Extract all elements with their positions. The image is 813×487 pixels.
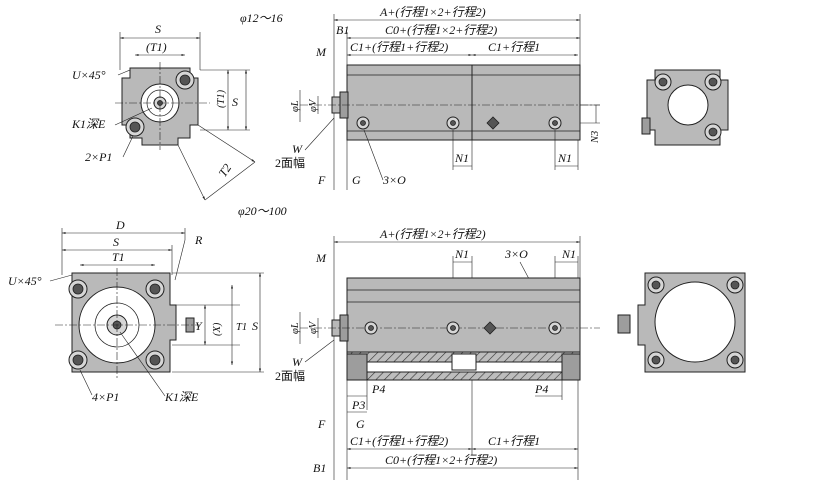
top-label-n1-b: N1 (557, 151, 572, 165)
top-side-view: A+(行程1×2+行程2) C0+(行程1×2+行程2) C1+(行程1+行程2… (275, 5, 601, 190)
top-label-phil: φL (290, 100, 301, 112)
bottom-label-p4-b: P4 (534, 382, 548, 396)
bottom-label-t1-vert: T1 (236, 322, 247, 333)
top-label-n3: N3 (590, 131, 601, 144)
bottom-dim-c1-right: C1+行程1 (488, 434, 540, 448)
bottom-label-3o: 3×O (504, 247, 528, 261)
bottom-dim-c0: C0+(行程1×2+行程2) (385, 453, 497, 467)
bottom-label-g: G (356, 417, 365, 431)
top-end-view: S (T1) U×45° K1深E 2×P1 (T1) S T2 (71, 22, 256, 201)
bottom-label-x-paren: (X) (212, 322, 223, 336)
top-dim-c1-left: C1+(行程1+行程2) (350, 40, 448, 54)
top-label-s: S (155, 22, 161, 36)
bottom-label-p4-a: P4 (371, 382, 385, 396)
top-label-phiv: φV (308, 98, 319, 112)
top-label-t1-vert: (T1) (216, 89, 227, 108)
top-dim-c0: C0+(行程1×2+行程2) (385, 23, 497, 37)
bottom-side-view: A+(行程1×2+行程2) M N1 3×O N1 φL φV (275, 227, 600, 480)
top-label-2p1: 2×P1 (85, 150, 112, 164)
top-dim-c1-right: C1+行程1 (488, 40, 540, 54)
bottom-label-s: S (113, 235, 119, 249)
top-label-n1-a: N1 (454, 151, 469, 165)
bottom-label-4p1: 4×P1 (92, 390, 119, 404)
top-dim-a: A+(行程1×2+行程2) (379, 5, 486, 19)
top-label-3o: 3×O (382, 173, 406, 187)
top-label-k1: K1深E (71, 117, 106, 131)
bottom-label-y: Y (195, 319, 203, 333)
top-label-m: M (315, 45, 327, 59)
bottom-label-d: D (115, 218, 125, 232)
top-label-s-vert: S (232, 95, 238, 109)
top-label-b1: B1 (336, 23, 349, 37)
bottom-label-b1: B1 (313, 461, 326, 475)
top-label-f: F (317, 173, 326, 187)
bottom-label-phiv: φV (308, 320, 319, 334)
top-label-2face: 2面幅 (275, 155, 305, 170)
bottom-label-r: R (194, 233, 203, 247)
bottom-label-phil: φL (290, 322, 301, 334)
bottom-label-p3: P3 (351, 398, 365, 412)
top-label-g: G (352, 173, 361, 187)
bottom-section-title: φ20～100 (238, 204, 287, 218)
bottom-label-2face: 2面幅 (275, 368, 305, 383)
bottom-label-n1-a: N1 (454, 247, 469, 261)
top-label-w: W (292, 142, 303, 156)
bottom-dim-a: A+(行程1×2+行程2) (379, 227, 486, 241)
bottom-dim-c1-left: C1+(行程1+行程2) (350, 434, 448, 448)
bottom-label-n1-b: N1 (561, 247, 576, 261)
bottom-rear-view (617, 272, 746, 373)
top-label-t1-paren: (T1) (146, 40, 167, 54)
bottom-label-t1: T1 (112, 250, 125, 264)
bottom-end-view: D S R T1 U×45° Y (X) T1 S 4×P1 (8, 218, 264, 404)
bottom-label-f: F (317, 417, 326, 431)
top-label-u45: U×45° (72, 68, 106, 82)
top-label-t2: T2 (216, 161, 235, 179)
bottom-label-m: M (315, 251, 327, 265)
bottom-label-u45: U×45° (8, 274, 42, 288)
top-section-title: φ12～16 (240, 11, 283, 25)
bottom-label-k1: K1深E (164, 390, 199, 404)
bottom-label-w: W (292, 355, 303, 369)
top-rear-view (641, 69, 729, 146)
bottom-label-s-vert: S (252, 319, 258, 333)
